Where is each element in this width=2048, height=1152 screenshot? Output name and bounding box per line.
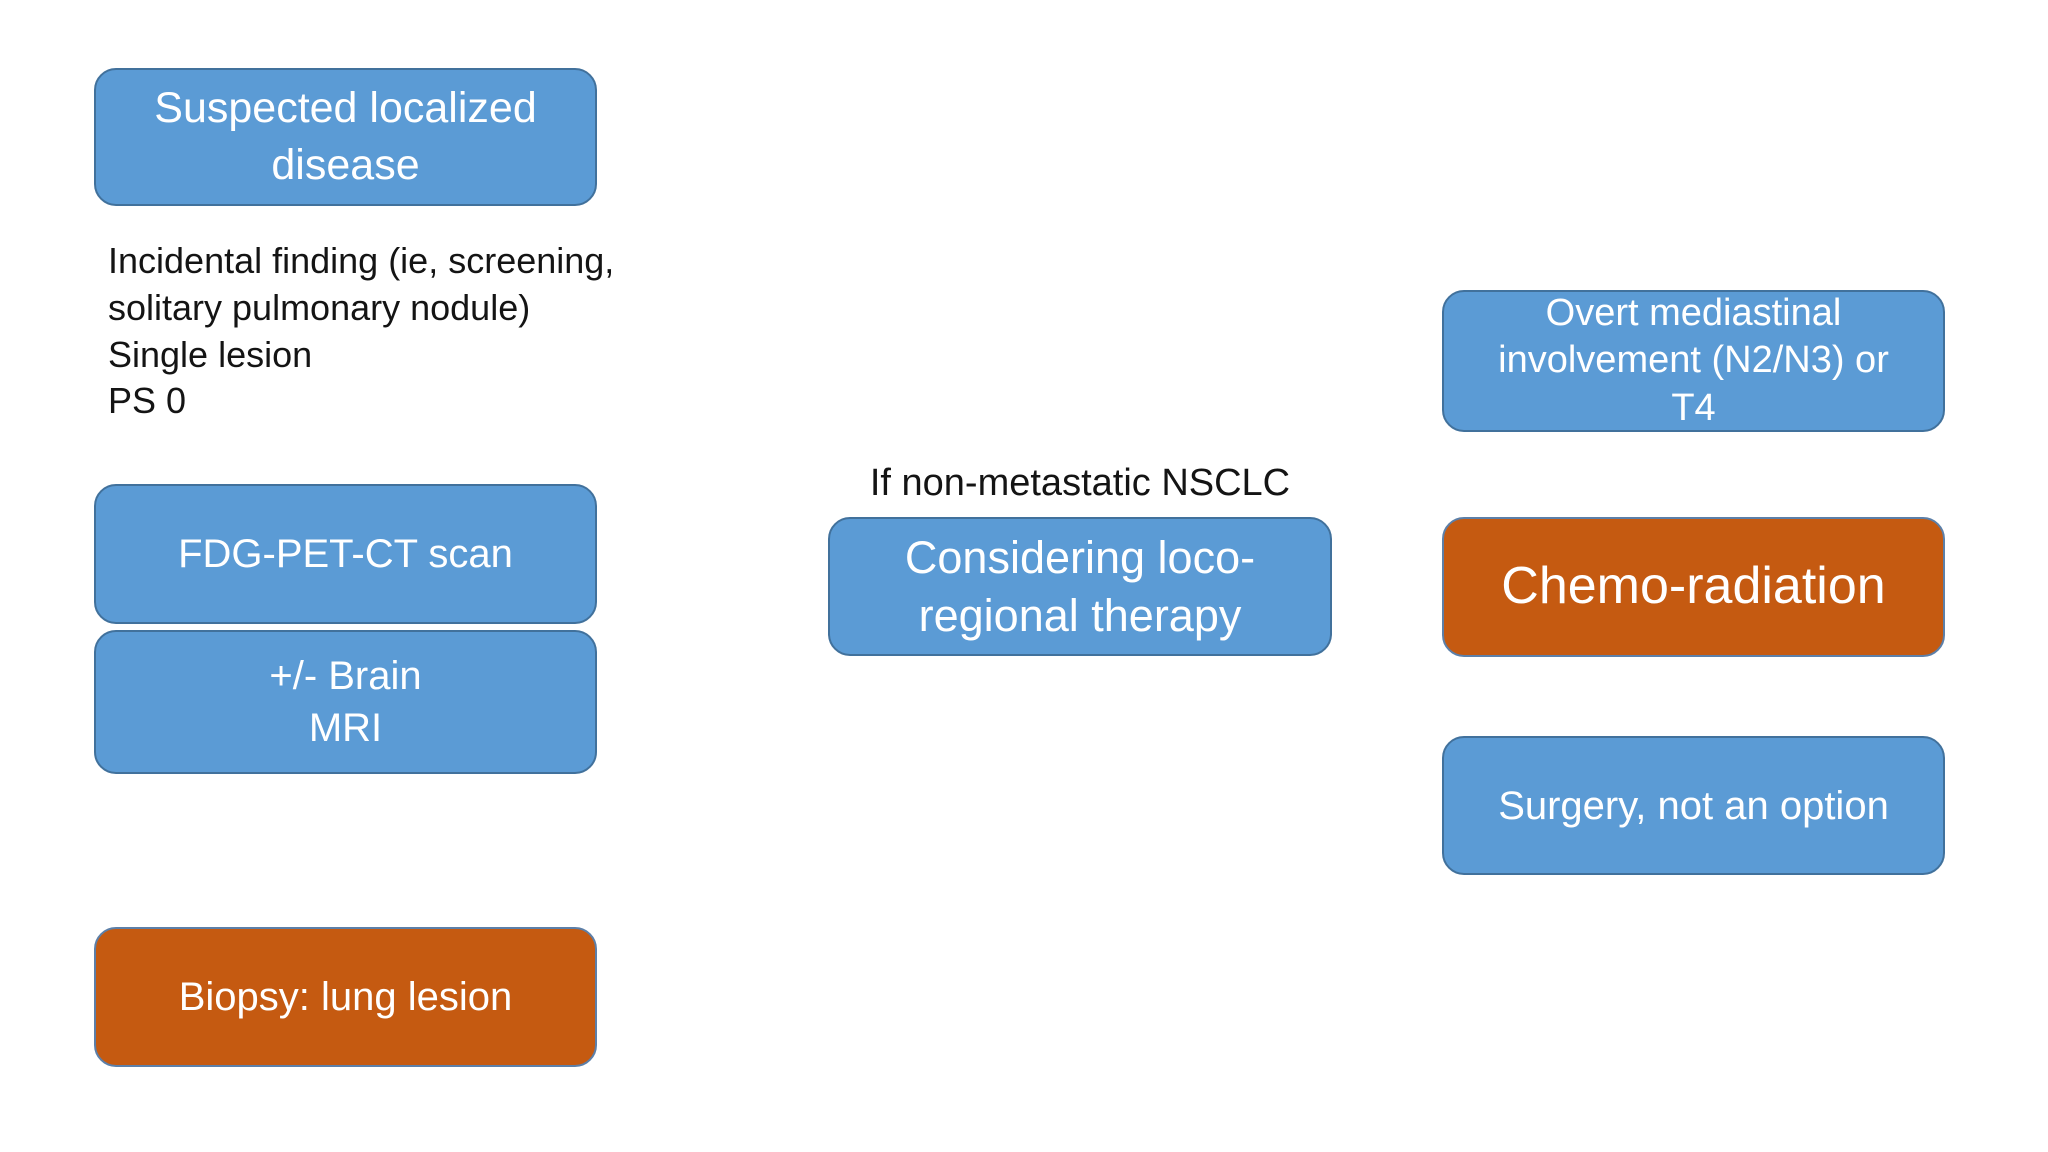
node-chemo-radiation: Chemo-radiation bbox=[1442, 517, 1945, 657]
condition-annotation-text: If non-metastatic NSCLC bbox=[869, 462, 1291, 504]
node-considering-locoregional-therapy: Considering loco- regional therapy bbox=[828, 517, 1332, 656]
node-surgery-not-an-option: Surgery, not an option bbox=[1442, 736, 1945, 875]
node-brain-mri: +/- Brain MRI bbox=[94, 630, 597, 774]
node-overt-mediastinal-involvement: Overt mediastinal involvement (N2/N3) or… bbox=[1442, 290, 1945, 432]
node-suspected-localized-disease: Suspected localized disease bbox=[94, 68, 597, 206]
node-biopsy-lung-lesion: Biopsy: lung lesion bbox=[94, 927, 597, 1067]
node-fdg-pet-ct-scan: FDG-PET-CT scan bbox=[94, 484, 597, 624]
criteria-annotation-text: Incidental finding (ie, screening, solit… bbox=[108, 240, 615, 422]
